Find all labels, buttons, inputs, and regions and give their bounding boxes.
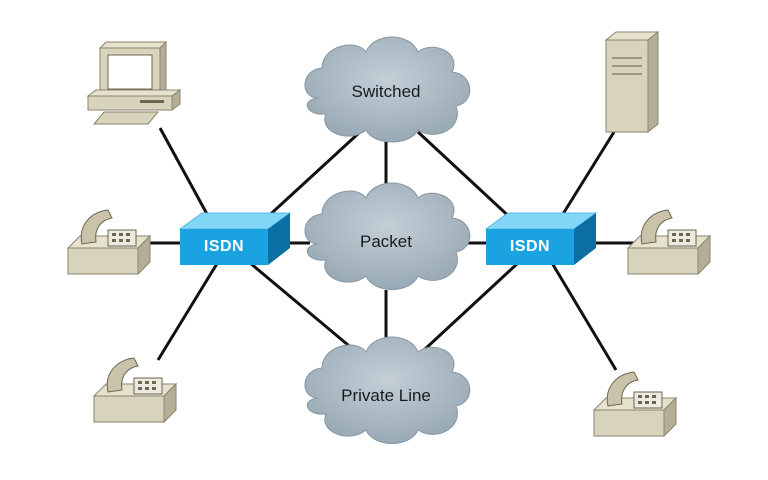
- cloud-private-line: [304, 336, 471, 444]
- link-pc-to-left-switch: [158, 127, 215, 226]
- link-right-phone-bottom: [550, 262, 618, 371]
- telephone-icon: [592, 371, 678, 438]
- network-links: [148, 127, 640, 371]
- link-server-to-right-switch: [556, 131, 616, 223]
- cloud-label-switched: Switched: [351, 82, 421, 101]
- link-left-switch-to-private: [249, 261, 355, 352]
- link-private-to-right-switch: [422, 261, 520, 352]
- computer-icon: [86, 40, 182, 125]
- cloud-packet: [304, 182, 471, 290]
- cloud-label-packet: Packet: [360, 232, 412, 251]
- telephone-icon: [626, 209, 712, 276]
- cloud-switched: [304, 36, 471, 143]
- cloud-label-private-line: Private Line: [341, 386, 431, 405]
- isdn-switch-left: [178, 212, 292, 265]
- isdn-switch-right: [484, 212, 598, 265]
- isdn-label-right: ISDN: [509, 238, 551, 255]
- link-left-phone-bottom: [156, 261, 220, 361]
- link-left-switch-to-switched: [260, 130, 362, 224]
- server-tower-icon: [604, 30, 660, 134]
- isdn-label-left: ISDN: [203, 238, 245, 255]
- telephone-icon: [92, 357, 178, 424]
- link-switched-to-right-switch: [416, 130, 517, 224]
- telephone-icon: [66, 209, 152, 276]
